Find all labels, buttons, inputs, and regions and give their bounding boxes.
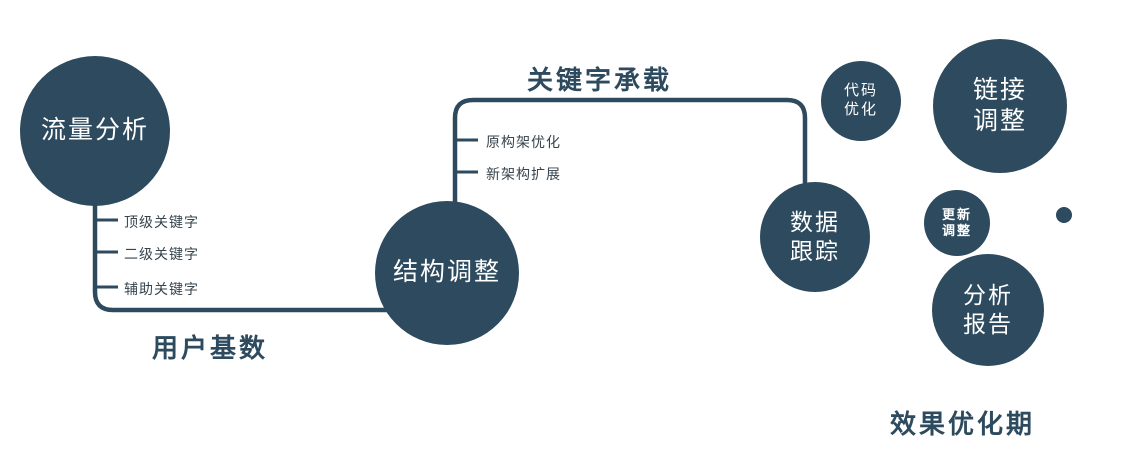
node-label-line: 调整 — [941, 223, 972, 238]
node-label-line: 更新 — [941, 206, 972, 222]
node-label: 结构调整 — [392, 258, 501, 287]
tick-label-auxiliary-keywords: 辅助关键字 — [124, 281, 199, 297]
node-label-line: 报告 — [963, 311, 1013, 337]
edge-label-user-base: 用户基数 — [152, 333, 269, 363]
node-label: 流量分析 — [40, 116, 149, 145]
footer-label-effect-optimization: 效果优化期 — [890, 409, 1036, 439]
node-code-optimization: 代码 优化 — [821, 61, 901, 141]
node-label-line: 跟踪 — [790, 238, 840, 264]
edge-traffic-structure — [92, 190, 392, 313]
node-label-line: 调整 — [972, 107, 1027, 135]
tick-label-new-architecture: 新架构扩展 — [486, 166, 561, 182]
node-label-line: 链接 — [972, 75, 1027, 104]
node-label-line: 分析 — [963, 282, 1013, 309]
edge-label-keyword-carrying: 关键字承载 — [527, 65, 673, 95]
tick-label-top-keywords: 顶级关键字 — [124, 214, 199, 230]
tick-label-secondary-keywords: 二级关键字 — [124, 246, 199, 262]
node-label-line: 代码 — [843, 82, 878, 100]
edge-structure-tracking — [452, 97, 808, 210]
node-data-tracking: 数据 跟踪 — [760, 182, 870, 292]
node-structure-adjustment: 结构调整 — [375, 201, 519, 345]
tick-label-original-architecture: 原构架优化 — [486, 134, 561, 150]
node-link-adjustment: 链接 调整 — [933, 39, 1067, 173]
node-traffic-analysis: 流量分析 — [20, 56, 170, 206]
node-small-dot — [1056, 207, 1072, 223]
node-label-line: 优化 — [843, 101, 878, 118]
node-update-adjustment: 更新 调整 — [924, 190, 990, 256]
node-analysis-report: 分析 报告 — [932, 254, 1044, 366]
node-label-line: 数据 — [790, 209, 840, 236]
